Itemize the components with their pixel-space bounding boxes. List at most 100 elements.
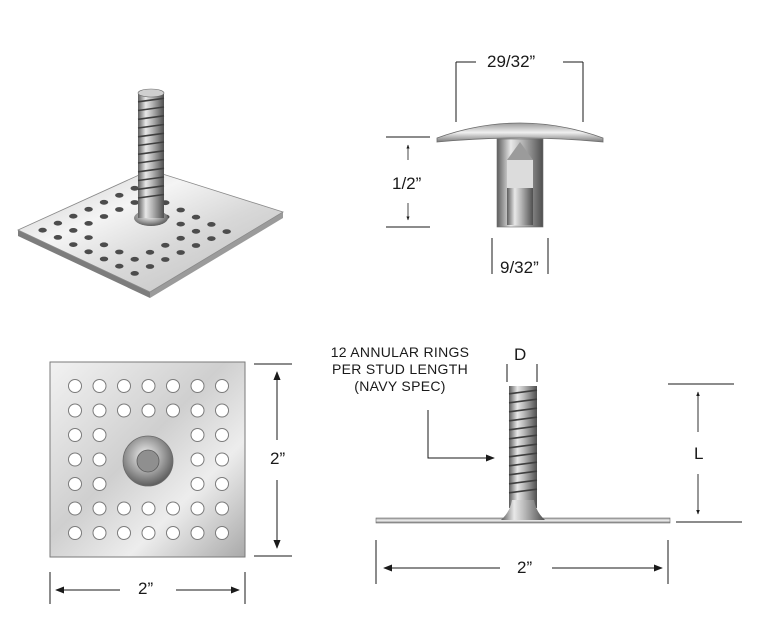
plate-hole — [38, 227, 47, 233]
plate-hole — [145, 264, 155, 269]
plate-hole — [92, 379, 107, 393]
plate-hole — [115, 263, 124, 269]
stud-length-label: L — [694, 444, 704, 463]
note-line-3: (NAVY SPEC) — [354, 378, 446, 394]
side-base-width-label: 2” — [517, 558, 533, 577]
plate-hole — [69, 213, 78, 219]
plate-hole — [92, 403, 107, 418]
plate-hole — [99, 199, 109, 205]
plate-hole — [99, 242, 109, 248]
plate-hole — [191, 228, 201, 234]
stud-ring — [508, 389, 538, 395]
plate-hole — [68, 379, 82, 393]
plate-hole — [166, 501, 180, 516]
stud-ring — [508, 479, 538, 485]
plate-hole — [117, 501, 131, 516]
plate-hole — [215, 379, 229, 393]
plate-hole — [130, 271, 139, 276]
plate-hole — [215, 452, 229, 467]
stud-ring — [137, 115, 165, 121]
plate-hole — [84, 206, 93, 212]
plate-hole — [68, 428, 82, 442]
plate-hole — [207, 236, 216, 242]
plate-hole — [99, 214, 109, 219]
stud-ring — [508, 452, 538, 458]
plate-hole — [215, 526, 229, 540]
plate-hole — [141, 379, 156, 393]
plate-hole — [84, 249, 93, 255]
plate-hole — [141, 526, 156, 540]
plate-hole — [141, 403, 156, 418]
plate-hole — [207, 222, 216, 227]
stud-diameter-label: D — [514, 345, 527, 364]
plate-hole — [190, 501, 205, 516]
stud-ring — [508, 398, 538, 404]
plate-hole — [176, 250, 185, 255]
stud-ring — [508, 470, 538, 476]
plate-hole — [190, 452, 205, 467]
stud-ring — [137, 185, 165, 191]
stud-ring — [137, 150, 165, 156]
plate-hole — [115, 207, 124, 212]
cap-width-label: 29/32” — [487, 52, 536, 71]
plate-hole — [176, 221, 185, 227]
note-line-2: PER STUD LENGTH — [332, 361, 468, 377]
plate-hole — [115, 192, 124, 198]
isometric-stud — [138, 92, 164, 218]
plate-hole — [222, 229, 231, 235]
plate-hole — [68, 526, 82, 540]
plate-hole — [166, 403, 180, 418]
plate-hole — [191, 214, 201, 220]
plate-hole — [176, 235, 185, 241]
plate-hole — [53, 235, 63, 240]
stud-ring — [508, 461, 538, 467]
plate-hole — [117, 379, 131, 393]
note-line-1: 12 ANNULAR RINGS — [330, 344, 470, 360]
isometric-plate — [17, 169, 284, 293]
plate-hole — [92, 428, 107, 442]
isometric-pin — [17, 88, 284, 298]
plate-hole — [92, 477, 107, 491]
plate-hole — [215, 477, 229, 491]
plate-hole — [115, 249, 124, 255]
plate-hole — [141, 501, 156, 516]
plate-hole — [190, 526, 205, 540]
plate-hole — [191, 243, 201, 248]
stud-ring — [508, 434, 538, 440]
stud-ring — [137, 141, 165, 147]
side-stud-rings — [508, 389, 538, 494]
base-width-label: 2” — [138, 579, 154, 598]
plate-hole — [53, 220, 63, 226]
plate-hole — [68, 403, 82, 418]
base-height-label: 2” — [270, 449, 286, 468]
stud-ring — [508, 443, 538, 449]
cap-cross-section — [386, 61, 604, 274]
base-top-view — [49, 361, 292, 604]
isometric-stud-rings — [137, 97, 165, 199]
plate-hole — [92, 501, 107, 516]
plate-hole — [130, 185, 139, 191]
plate-hole — [68, 477, 82, 491]
cap-bore-label: 9/32” — [500, 258, 539, 277]
plate-hole — [117, 403, 131, 418]
plate-hole — [161, 257, 170, 262]
plate-hole — [190, 379, 205, 393]
plate-hole — [145, 249, 155, 255]
plate-hole — [166, 379, 180, 393]
plate-hole — [130, 200, 139, 205]
stud-ring — [137, 158, 165, 164]
stud-ring — [137, 167, 165, 173]
plate-hole — [166, 526, 180, 540]
plate-hole — [215, 403, 229, 418]
cap-dome — [436, 122, 604, 143]
plate-hole — [190, 428, 205, 442]
plate-hole — [190, 477, 205, 491]
plate-hole — [99, 256, 109, 262]
stud-ring — [137, 176, 165, 182]
stud-ring — [508, 425, 538, 431]
stud-ring — [137, 106, 165, 112]
plate-hole — [84, 221, 93, 226]
plate-hole — [215, 428, 229, 442]
plate-hole — [190, 403, 205, 418]
